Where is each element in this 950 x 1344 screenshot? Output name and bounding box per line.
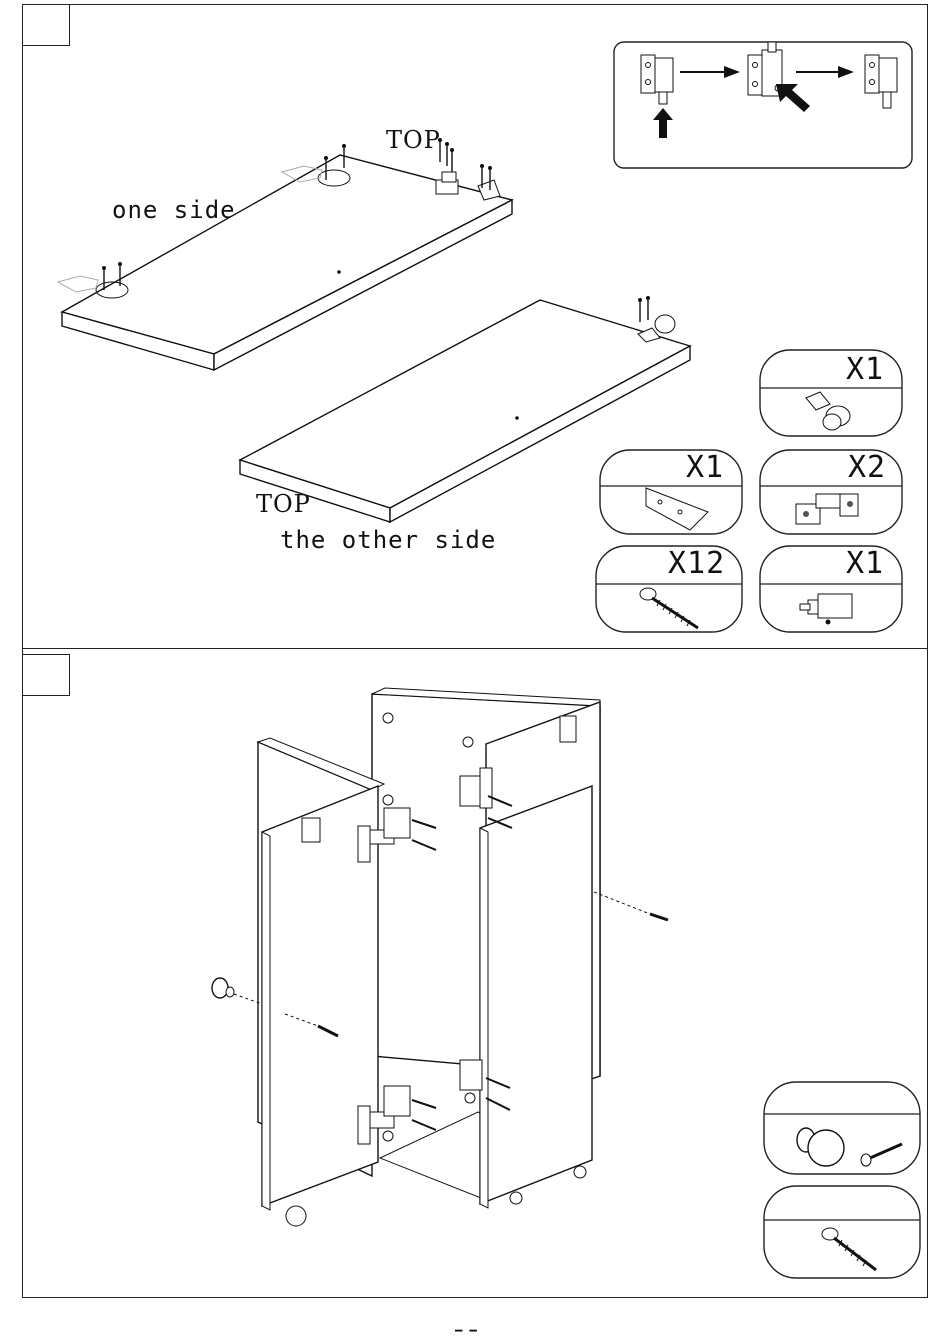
count-corner-bracket: X1 [686, 450, 724, 485]
board-one-side [58, 138, 512, 370]
latch-sequence-icon [614, 42, 912, 168]
part-knob-with-bolt [764, 1082, 920, 1174]
cabinet-assembly [212, 688, 668, 1226]
count-hinge: X2 [848, 450, 886, 485]
count-screw: X12 [668, 546, 725, 581]
count-caster: X1 [846, 352, 884, 387]
page-footer-mark: ▔ ▔ [455, 1330, 477, 1344]
part-screw-step2 [764, 1186, 920, 1278]
count-bolt-latch: X1 [846, 546, 884, 581]
